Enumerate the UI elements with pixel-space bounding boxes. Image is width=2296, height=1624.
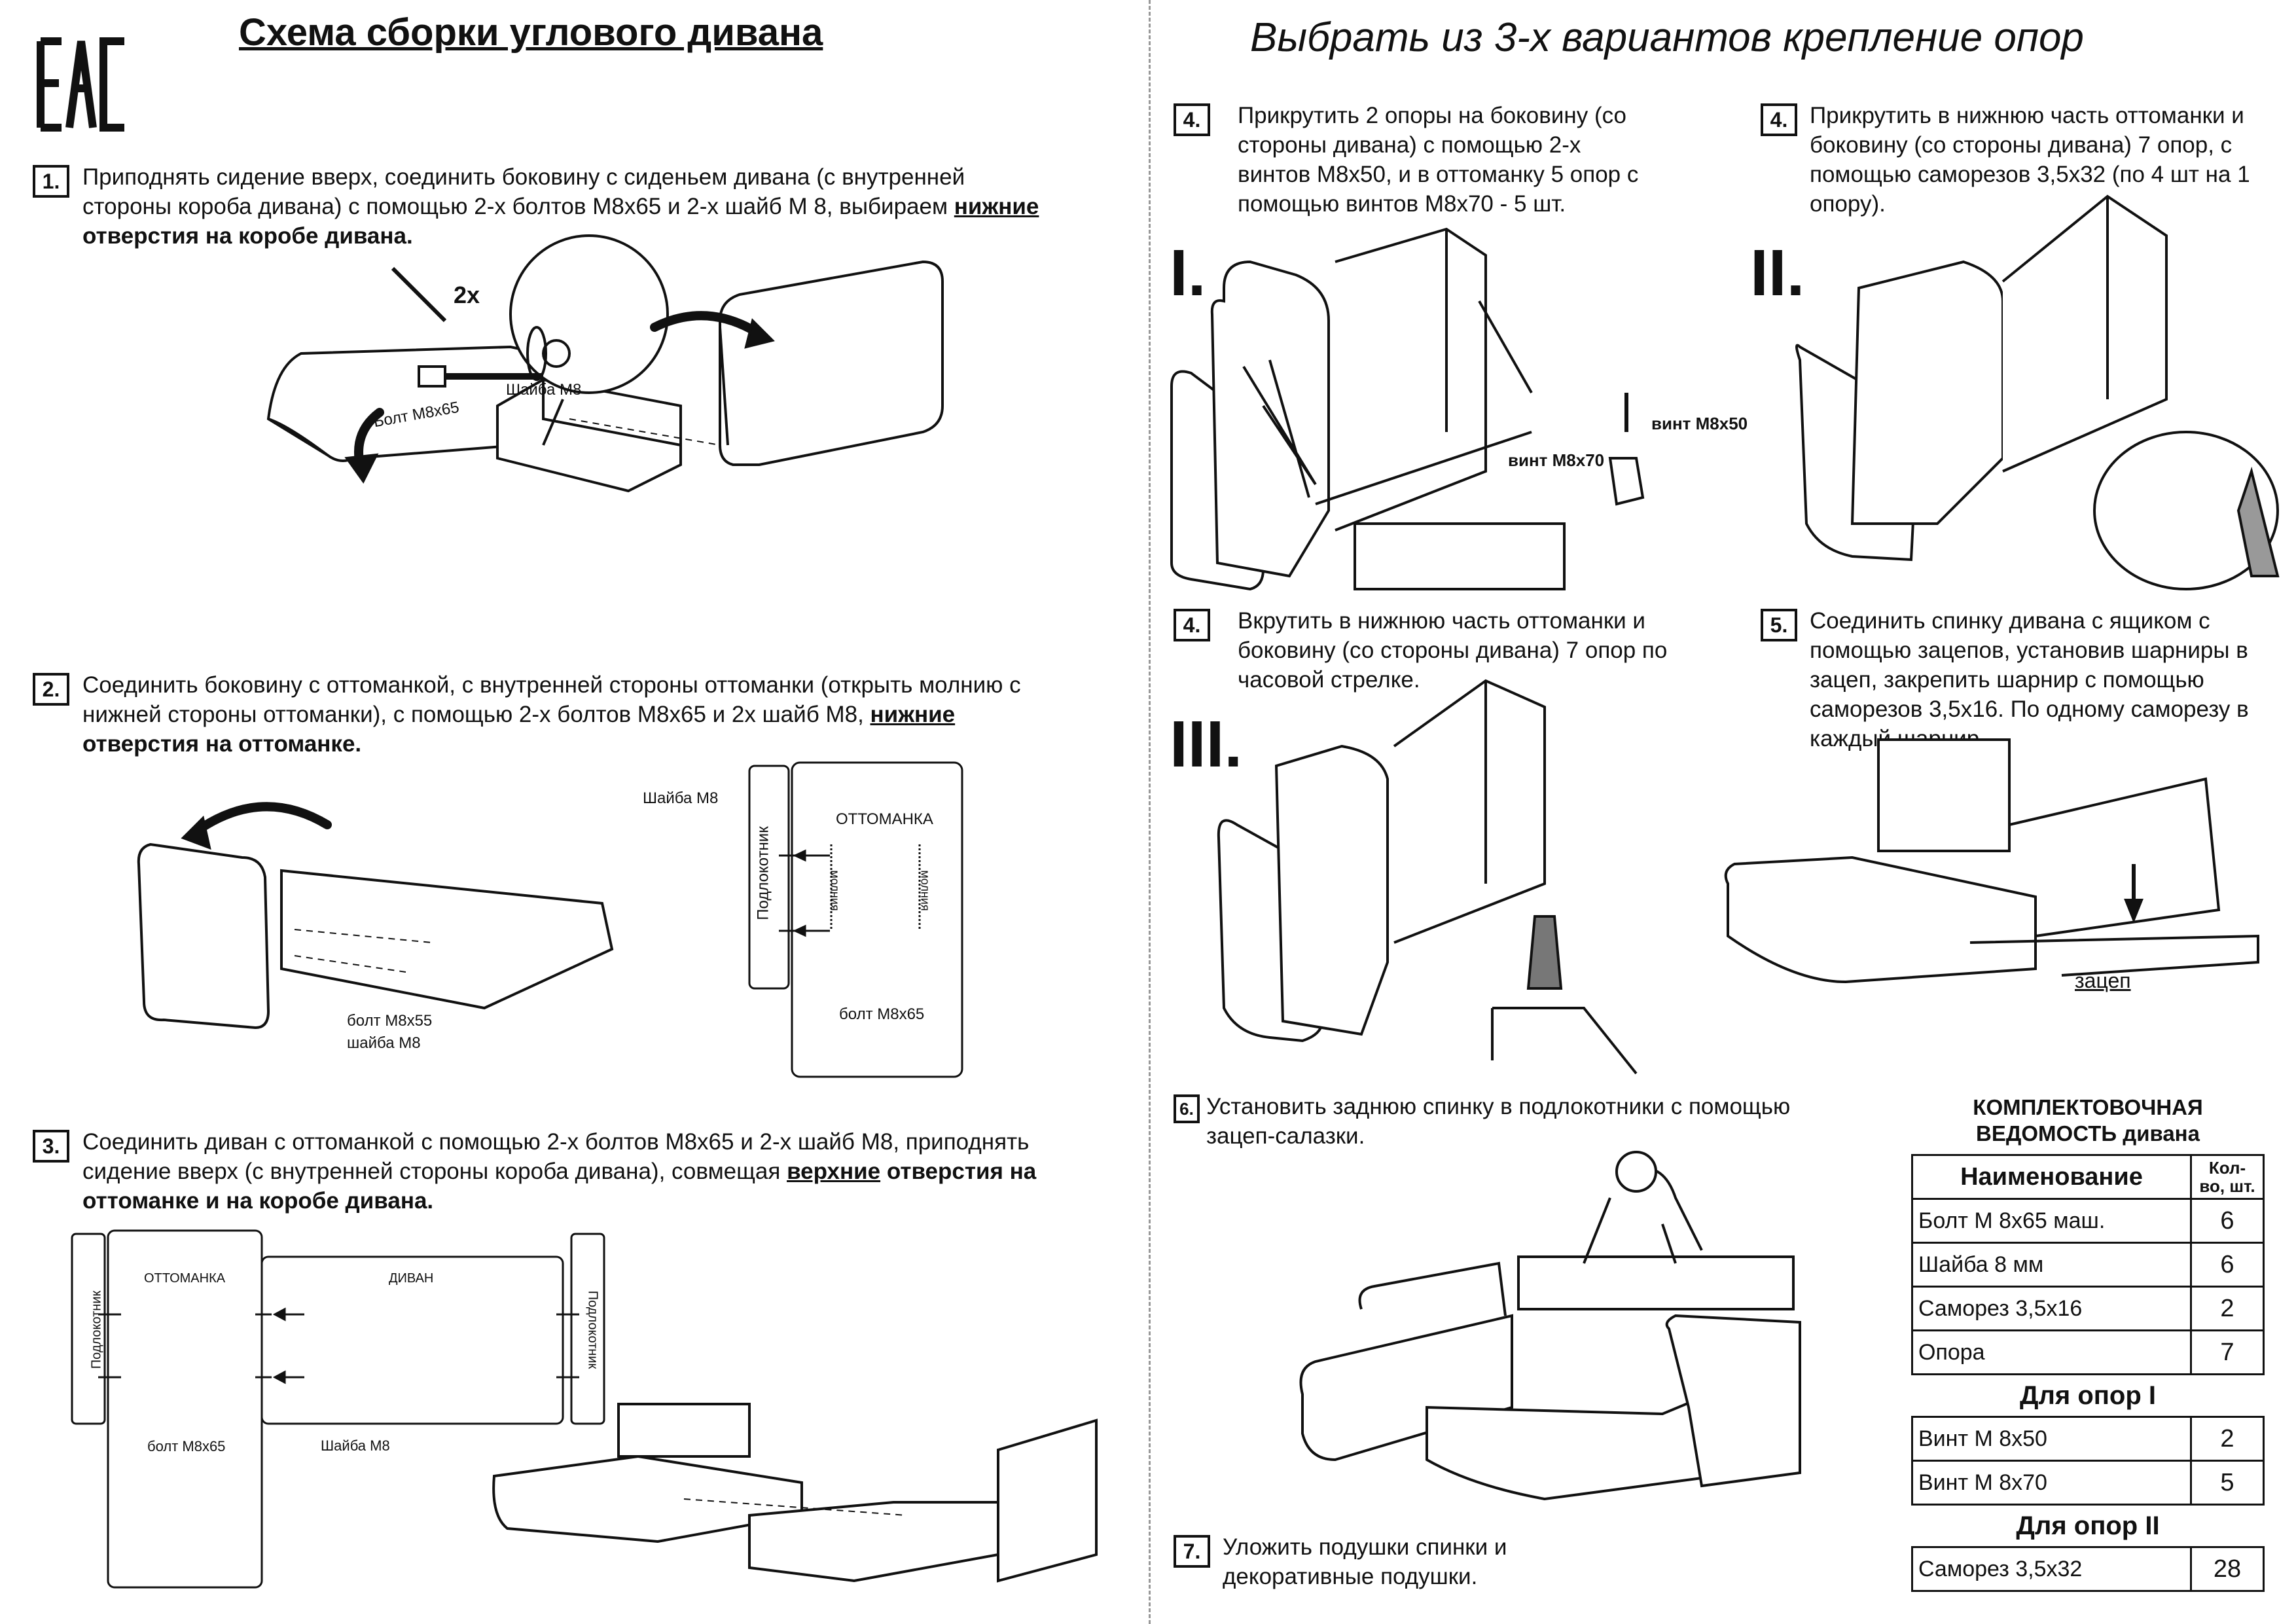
step-2-scheme	[748, 761, 963, 1078]
label-2x: 2x	[454, 281, 480, 308]
row-name: Болт М 8х65 маш.	[1911, 1198, 2192, 1244]
step-number: 2.	[33, 673, 69, 706]
step-2-illustration	[137, 802, 614, 1030]
table-section: Для опор II	[1912, 1505, 2264, 1547]
row-qty: 6	[2190, 1242, 2265, 1288]
label-ottoman: ОТТОМАНКА	[836, 810, 933, 828]
row-name: Шайба 8 мм	[1911, 1242, 2192, 1288]
row-qty: 2	[2190, 1286, 2265, 1331]
parts-table-heading: КОМПЛЕКТОВОЧНАЯ ВЕДОМОСТЬ дивана	[1973, 1095, 2203, 1146]
step-number: 1.	[33, 165, 69, 198]
page-divider	[1149, 0, 1151, 1624]
label-washer-m8: Шайба М8	[506, 381, 582, 399]
table-row: Болт М 8х65 маш.6	[1911, 1198, 2265, 1244]
parts-table: Наименование Кол-во, шт. Болт М 8х65 маш…	[1911, 1154, 2265, 1592]
variant-ii-illustration	[1795, 194, 2280, 590]
step-number: 7.	[1174, 1535, 1210, 1568]
step-number: 4.	[1174, 103, 1210, 136]
label-washer-m8-small: Шайба М8	[321, 1437, 390, 1454]
step-number: 5.	[1761, 609, 1797, 641]
step-number: 4.	[1174, 609, 1210, 641]
row-name: Саморез 3,5х16	[1911, 1286, 2192, 1331]
variant-iii-illustration	[1217, 679, 1638, 1075]
page-title-left: Схема сборки углового дивана	[239, 11, 823, 54]
step-1-illustration	[266, 234, 944, 493]
label-armrest: Подлокотник	[89, 1290, 104, 1369]
label-zipper: молния	[918, 870, 932, 911]
step-6-illustration	[1299, 1151, 1801, 1501]
step-number: 4.	[1761, 103, 1797, 136]
col-qty-header: Кол-во, шт.	[2190, 1154, 2265, 1200]
label-screw-m8x70: винт М8х70	[1508, 450, 1605, 470]
step-text: Прикрутить 2 опоры на боковину (со сторо…	[1238, 103, 1639, 217]
col-name-header: Наименование	[1911, 1154, 2192, 1200]
row-qty: 7	[2190, 1329, 2265, 1375]
label-armrest: Подлокотник	[754, 826, 772, 920]
row-qty: 5	[2190, 1460, 2265, 1506]
row-name: Винт М 8х50	[1911, 1416, 2192, 1462]
table-section: Для опор I	[1912, 1375, 2264, 1417]
label-ottoman: ОТТОМАНКА	[144, 1271, 226, 1286]
row-name: Опора	[1911, 1329, 2192, 1375]
variant-label-iii: III.	[1170, 708, 1243, 781]
step-number: 3.	[33, 1130, 69, 1163]
step-text: Соединить спинку дивана с ящиком с помощ…	[1810, 608, 2249, 751]
step-5-illustration	[1724, 738, 2259, 984]
label-hook: зацеп	[2075, 969, 2131, 992]
row-name: Саморез 3,5х32	[1911, 1546, 2192, 1592]
step-3-scheme	[71, 1229, 605, 1589]
section-title: Для опор II	[2016, 1511, 2160, 1540]
step-number: 6.	[1174, 1094, 1200, 1123]
step-text: Соединить боковину с оттоманкой, с внутр…	[82, 672, 1021, 757]
label-bolt-m8x65-lc: болт М8х65	[147, 1438, 226, 1454]
step-text: Вкрутить в нижнюю часть оттоманки и боко…	[1238, 608, 1668, 693]
page-title-right: Выбрать из 3-х вариантов крепление опор	[1250, 15, 2084, 60]
step-text: Уложить подушки спинки и декоративные по…	[1223, 1534, 1507, 1589]
row-name: Винт М 8х70	[1911, 1460, 2192, 1506]
label-bolt-m8x65-lc: болт М8х65	[839, 1005, 925, 1023]
step-3-illustration	[492, 1403, 1098, 1583]
eac-logo	[37, 37, 124, 132]
row-qty: 28	[2190, 1546, 2265, 1592]
label-sofa: ДИВАН	[389, 1271, 434, 1286]
section-title: Для опор I	[2019, 1380, 2157, 1410]
step-text: Соединить диван с оттоманкой с помощью 2…	[82, 1129, 1037, 1214]
label-armrest: Подлокотник	[585, 1290, 600, 1369]
step-text: Прикрутить в нижнюю часть оттоманки и бо…	[1810, 103, 2250, 217]
label-washer-m8-small: Шайба М8	[643, 789, 719, 807]
step-text: Установить заднюю спинку в подлокотники …	[1206, 1094, 1791, 1149]
label-bolt-m8x55: болт М8х55	[347, 1012, 433, 1030]
row-qty: 2	[2190, 1416, 2265, 1462]
label-screw-m8x50: винт М8х50	[1651, 414, 1748, 433]
label-zipper: молния	[828, 870, 842, 911]
step-text: Приподнять сидение вверх, соединить боко…	[82, 164, 1039, 249]
variant-label-i: I.	[1170, 236, 1206, 310]
variant-i-illustration	[1170, 227, 1645, 591]
table-header: Наименование Кол-во, шт.	[1911, 1154, 2265, 1200]
variant-label-ii: II.	[1750, 236, 1805, 310]
row-qty: 6	[2190, 1198, 2265, 1244]
label-washer-m8-lc: шайба М8	[347, 1034, 421, 1052]
